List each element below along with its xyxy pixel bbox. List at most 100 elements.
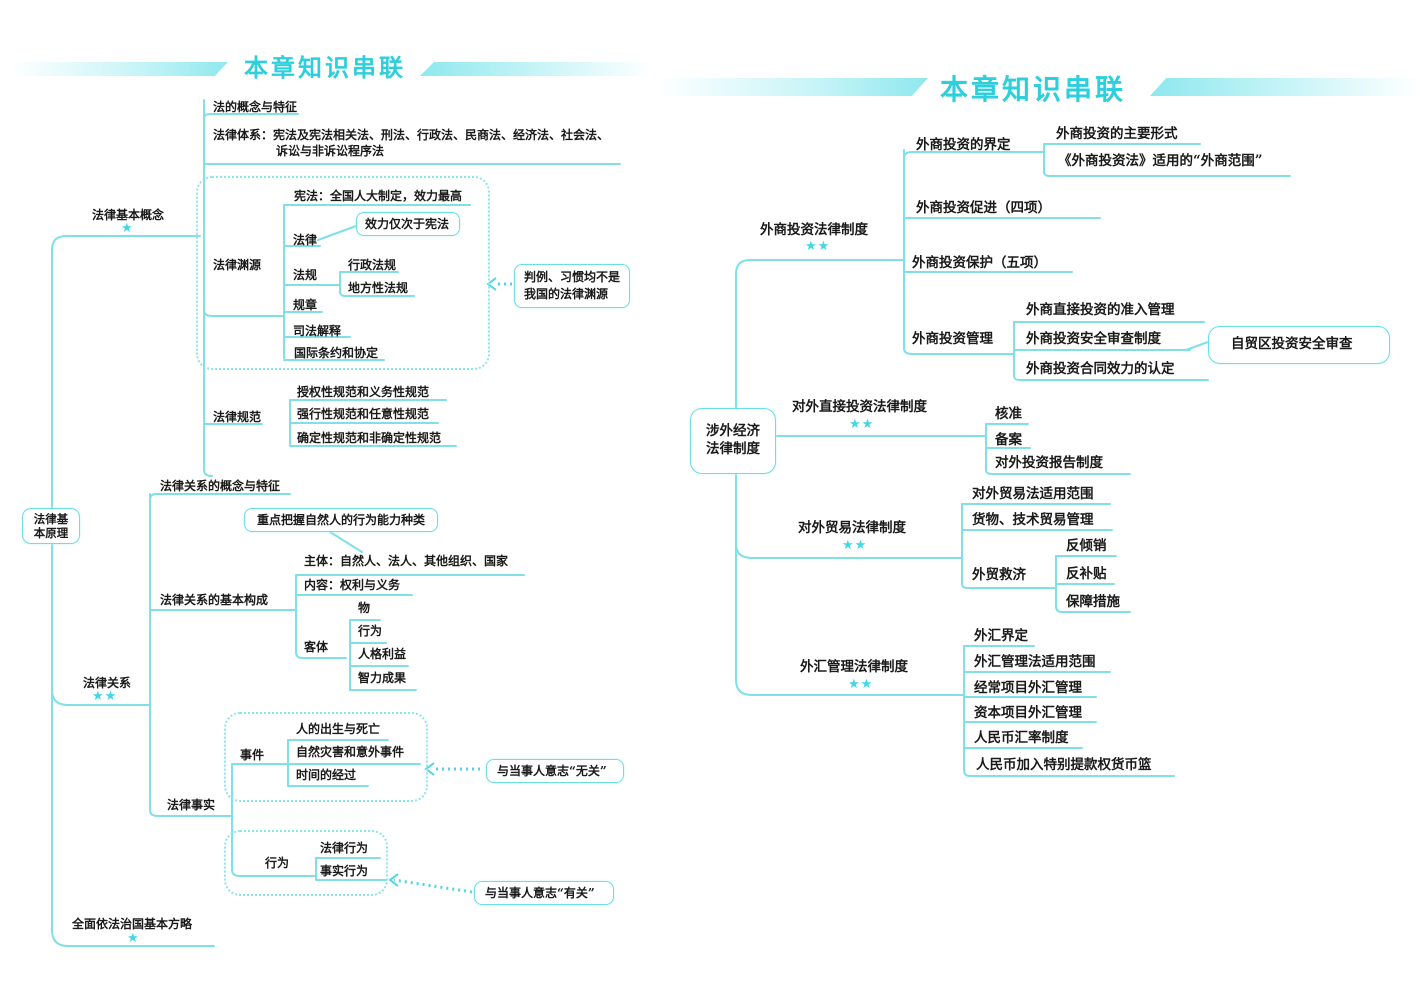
node-approval[interactable]: 核准 bbox=[995, 406, 1022, 422]
node-legal-sources[interactable]: 法律渊源 bbox=[213, 258, 262, 272]
node-norm-3[interactable]: 确定性规范和非确定性规范 bbox=[297, 431, 442, 445]
node-report[interactable]: 对外投资报告制度 bbox=[995, 455, 1103, 471]
node-norm-1[interactable]: 授权性规范和义务性规范 bbox=[297, 385, 430, 399]
node-regulations[interactable]: 法规 bbox=[293, 268, 318, 282]
root-label-1: 法律基 bbox=[33, 512, 69, 526]
node-law[interactable]: 法律 bbox=[293, 233, 318, 247]
node-admin-regulations[interactable]: 行政法规 bbox=[348, 258, 397, 272]
node-treaties[interactable]: 国际条约和协定 bbox=[294, 346, 379, 360]
ftz-callout-text: 自贸区投资安全审查 bbox=[1231, 336, 1353, 352]
node-forex-scope[interactable]: 外汇管理法适用范围 bbox=[974, 654, 1096, 670]
banner-title: 本章知识串联 bbox=[940, 73, 1127, 106]
branch-basic-concepts[interactable]: 法律基本概念 bbox=[92, 208, 165, 222]
node-object-thing[interactable]: 物 bbox=[358, 601, 371, 615]
node-legal-norms[interactable]: 法律规范 bbox=[213, 410, 262, 424]
events-group bbox=[224, 712, 428, 802]
branch-outbound-investment[interactable]: 对外直接投资法律制度 bbox=[792, 399, 927, 415]
node-forex-definition[interactable]: 外汇界定 bbox=[974, 628, 1028, 644]
root-node-right[interactable]: 涉外经济 法律制度 bbox=[690, 408, 776, 474]
banner-bar-left bbox=[656, 78, 928, 96]
node-rmb-rate[interactable]: 人民币汇率制度 bbox=[974, 730, 1069, 746]
node-event-time[interactable]: 时间的经过 bbox=[296, 768, 357, 782]
node-rules[interactable]: 规章 bbox=[293, 298, 318, 312]
left-banner: 本章知识串联 bbox=[10, 52, 652, 82]
node-object-act[interactable]: 行为 bbox=[358, 624, 383, 638]
acts-callout: 与当事人意志“有关” bbox=[474, 881, 614, 905]
node-relation-concept[interactable]: 法律关系的概念与特征 bbox=[160, 479, 281, 493]
node-trade-scope[interactable]: 对外贸易法适用范围 bbox=[972, 486, 1094, 502]
banner-bar-right bbox=[420, 62, 652, 76]
node-filing[interactable]: 备案 bbox=[995, 432, 1022, 448]
star-rating-icon: ★★ bbox=[849, 417, 875, 432]
capacity-callout: 重点把握自然人的行为能力种类 bbox=[244, 508, 438, 532]
node-composition[interactable]: 法律关系的基本构成 bbox=[160, 593, 269, 607]
sources-callout: 判例、习惯均不是 我国的法律渊源 bbox=[514, 264, 630, 308]
node-fi-security-review[interactable]: 外商投资安全审查制度 bbox=[1026, 331, 1161, 347]
node-safeguard[interactable]: 保障措施 bbox=[1066, 594, 1120, 610]
root-label-2: 本原理 bbox=[33, 526, 69, 540]
events-callout: 与当事人意志“无关” bbox=[486, 759, 624, 783]
node-event-disaster[interactable]: 自然灾害和意外事件 bbox=[296, 745, 405, 759]
node-fi-promotion[interactable]: 外商投资促进（四项） bbox=[916, 200, 1051, 216]
capacity-callout-text: 重点把握自然人的行为能力种类 bbox=[257, 513, 426, 527]
star-rating-icon: ★★ bbox=[92, 689, 118, 704]
banner-title: 本章知识串联 bbox=[244, 54, 406, 82]
star-rating-icon: ★★ bbox=[805, 239, 831, 254]
node-norm-2[interactable]: 强行性规范和任意性规范 bbox=[297, 407, 430, 421]
node-acts[interactable]: 行为 bbox=[265, 856, 290, 870]
branch-foreign-investment[interactable]: 外商投资法律制度 bbox=[760, 222, 868, 238]
right-banner: 本章知识串联 bbox=[656, 70, 1420, 106]
sources-callout-line1: 判例、习惯均不是 bbox=[524, 270, 621, 284]
star-rating-icon: ★ bbox=[127, 931, 140, 946]
node-rmb-sdr[interactable]: 人民币加入特别提款权货币篮 bbox=[976, 757, 1152, 773]
node-fi-access[interactable]: 外商直接投资的准入管理 bbox=[1026, 302, 1175, 318]
node-events[interactable]: 事件 bbox=[240, 748, 265, 762]
star-rating-icon: ★★ bbox=[848, 677, 874, 692]
node-act-legal[interactable]: 法律行为 bbox=[320, 841, 369, 855]
node-act-factual[interactable]: 事实行为 bbox=[320, 864, 369, 878]
events-callout-text: 与当事人意志“无关” bbox=[497, 764, 607, 778]
node-content[interactable]: 内容：权利与义务 bbox=[304, 578, 401, 592]
node-fi-definition[interactable]: 外商投资的界定 bbox=[916, 137, 1011, 153]
node-constitution[interactable]: 宪法：全国人大制定，效力最高 bbox=[294, 189, 463, 203]
node-trade-remedy[interactable]: 外贸救济 bbox=[972, 567, 1026, 583]
branch-rule-of-law[interactable]: 全面依法治国基本方略 bbox=[72, 917, 193, 931]
node-capital-account[interactable]: 资本项目外汇管理 bbox=[974, 705, 1082, 721]
star-rating-icon: ★★ bbox=[842, 538, 868, 553]
node-current-account[interactable]: 经常项目外汇管理 bbox=[974, 680, 1082, 696]
banner-bar-left bbox=[10, 62, 228, 76]
root-node-left[interactable]: 法律基 本原理 bbox=[22, 508, 80, 544]
node-fi-scope[interactable]: 《外商投资法》适用的“外商范围” bbox=[1058, 153, 1263, 169]
branch-foreign-trade[interactable]: 对外贸易法律制度 bbox=[798, 520, 906, 536]
node-legal-facts[interactable]: 法律事实 bbox=[167, 798, 216, 812]
node-judicial-interpretation[interactable]: 司法解释 bbox=[293, 324, 342, 338]
node-anti-subsidy[interactable]: 反补贴 bbox=[1066, 566, 1107, 582]
node-object-ip[interactable]: 智力成果 bbox=[358, 671, 407, 685]
acts-group bbox=[224, 830, 388, 896]
node-law-concept[interactable]: 法的概念与特征 bbox=[213, 100, 298, 114]
node-trade-goods-tech[interactable]: 货物、技术贸易管理 bbox=[972, 512, 1094, 528]
root-label-1: 涉外经济 bbox=[706, 423, 760, 439]
root-label-2: 法律制度 bbox=[706, 441, 760, 457]
branch-forex[interactable]: 外汇管理法律制度 bbox=[800, 659, 908, 675]
node-fi-protection[interactable]: 外商投资保护（五项） bbox=[912, 255, 1047, 271]
node-object[interactable]: 客体 bbox=[304, 640, 329, 654]
node-legal-system[interactable]: 法律体系：宪法及宪法相关法、刑法、行政法、民商法、经济法、社会法、 bbox=[213, 128, 610, 142]
node-fi-forms[interactable]: 外商投资的主要形式 bbox=[1056, 126, 1178, 142]
node-subject[interactable]: 主体：自然人、法人、其他组织、国家 bbox=[304, 554, 509, 568]
acts-callout-text: 与当事人意志“有关” bbox=[485, 886, 595, 900]
node-local-regulations[interactable]: 地方性法规 bbox=[348, 281, 409, 295]
node-legal-system-cont: 诉讼与非诉讼程序法 bbox=[276, 144, 385, 158]
branch-legal-relations[interactable]: 法律关系 bbox=[83, 676, 132, 690]
law-note-text: 效力仅次于宪法 bbox=[365, 217, 450, 231]
node-event-birth-death[interactable]: 人的出生与死亡 bbox=[296, 722, 381, 736]
sources-callout-line2: 我国的法律渊源 bbox=[524, 287, 609, 301]
node-fi-management[interactable]: 外商投资管理 bbox=[912, 331, 993, 347]
node-object-personality[interactable]: 人格利益 bbox=[358, 647, 407, 661]
law-note-callout: 效力仅次于宪法 bbox=[356, 212, 460, 236]
node-fi-contract-validity[interactable]: 外商投资合同效力的认定 bbox=[1026, 361, 1175, 377]
ftz-callout: 自贸区投资安全审查 bbox=[1208, 326, 1390, 364]
node-anti-dumping[interactable]: 反倾销 bbox=[1066, 538, 1107, 554]
star-rating-icon: ★ bbox=[121, 221, 134, 236]
